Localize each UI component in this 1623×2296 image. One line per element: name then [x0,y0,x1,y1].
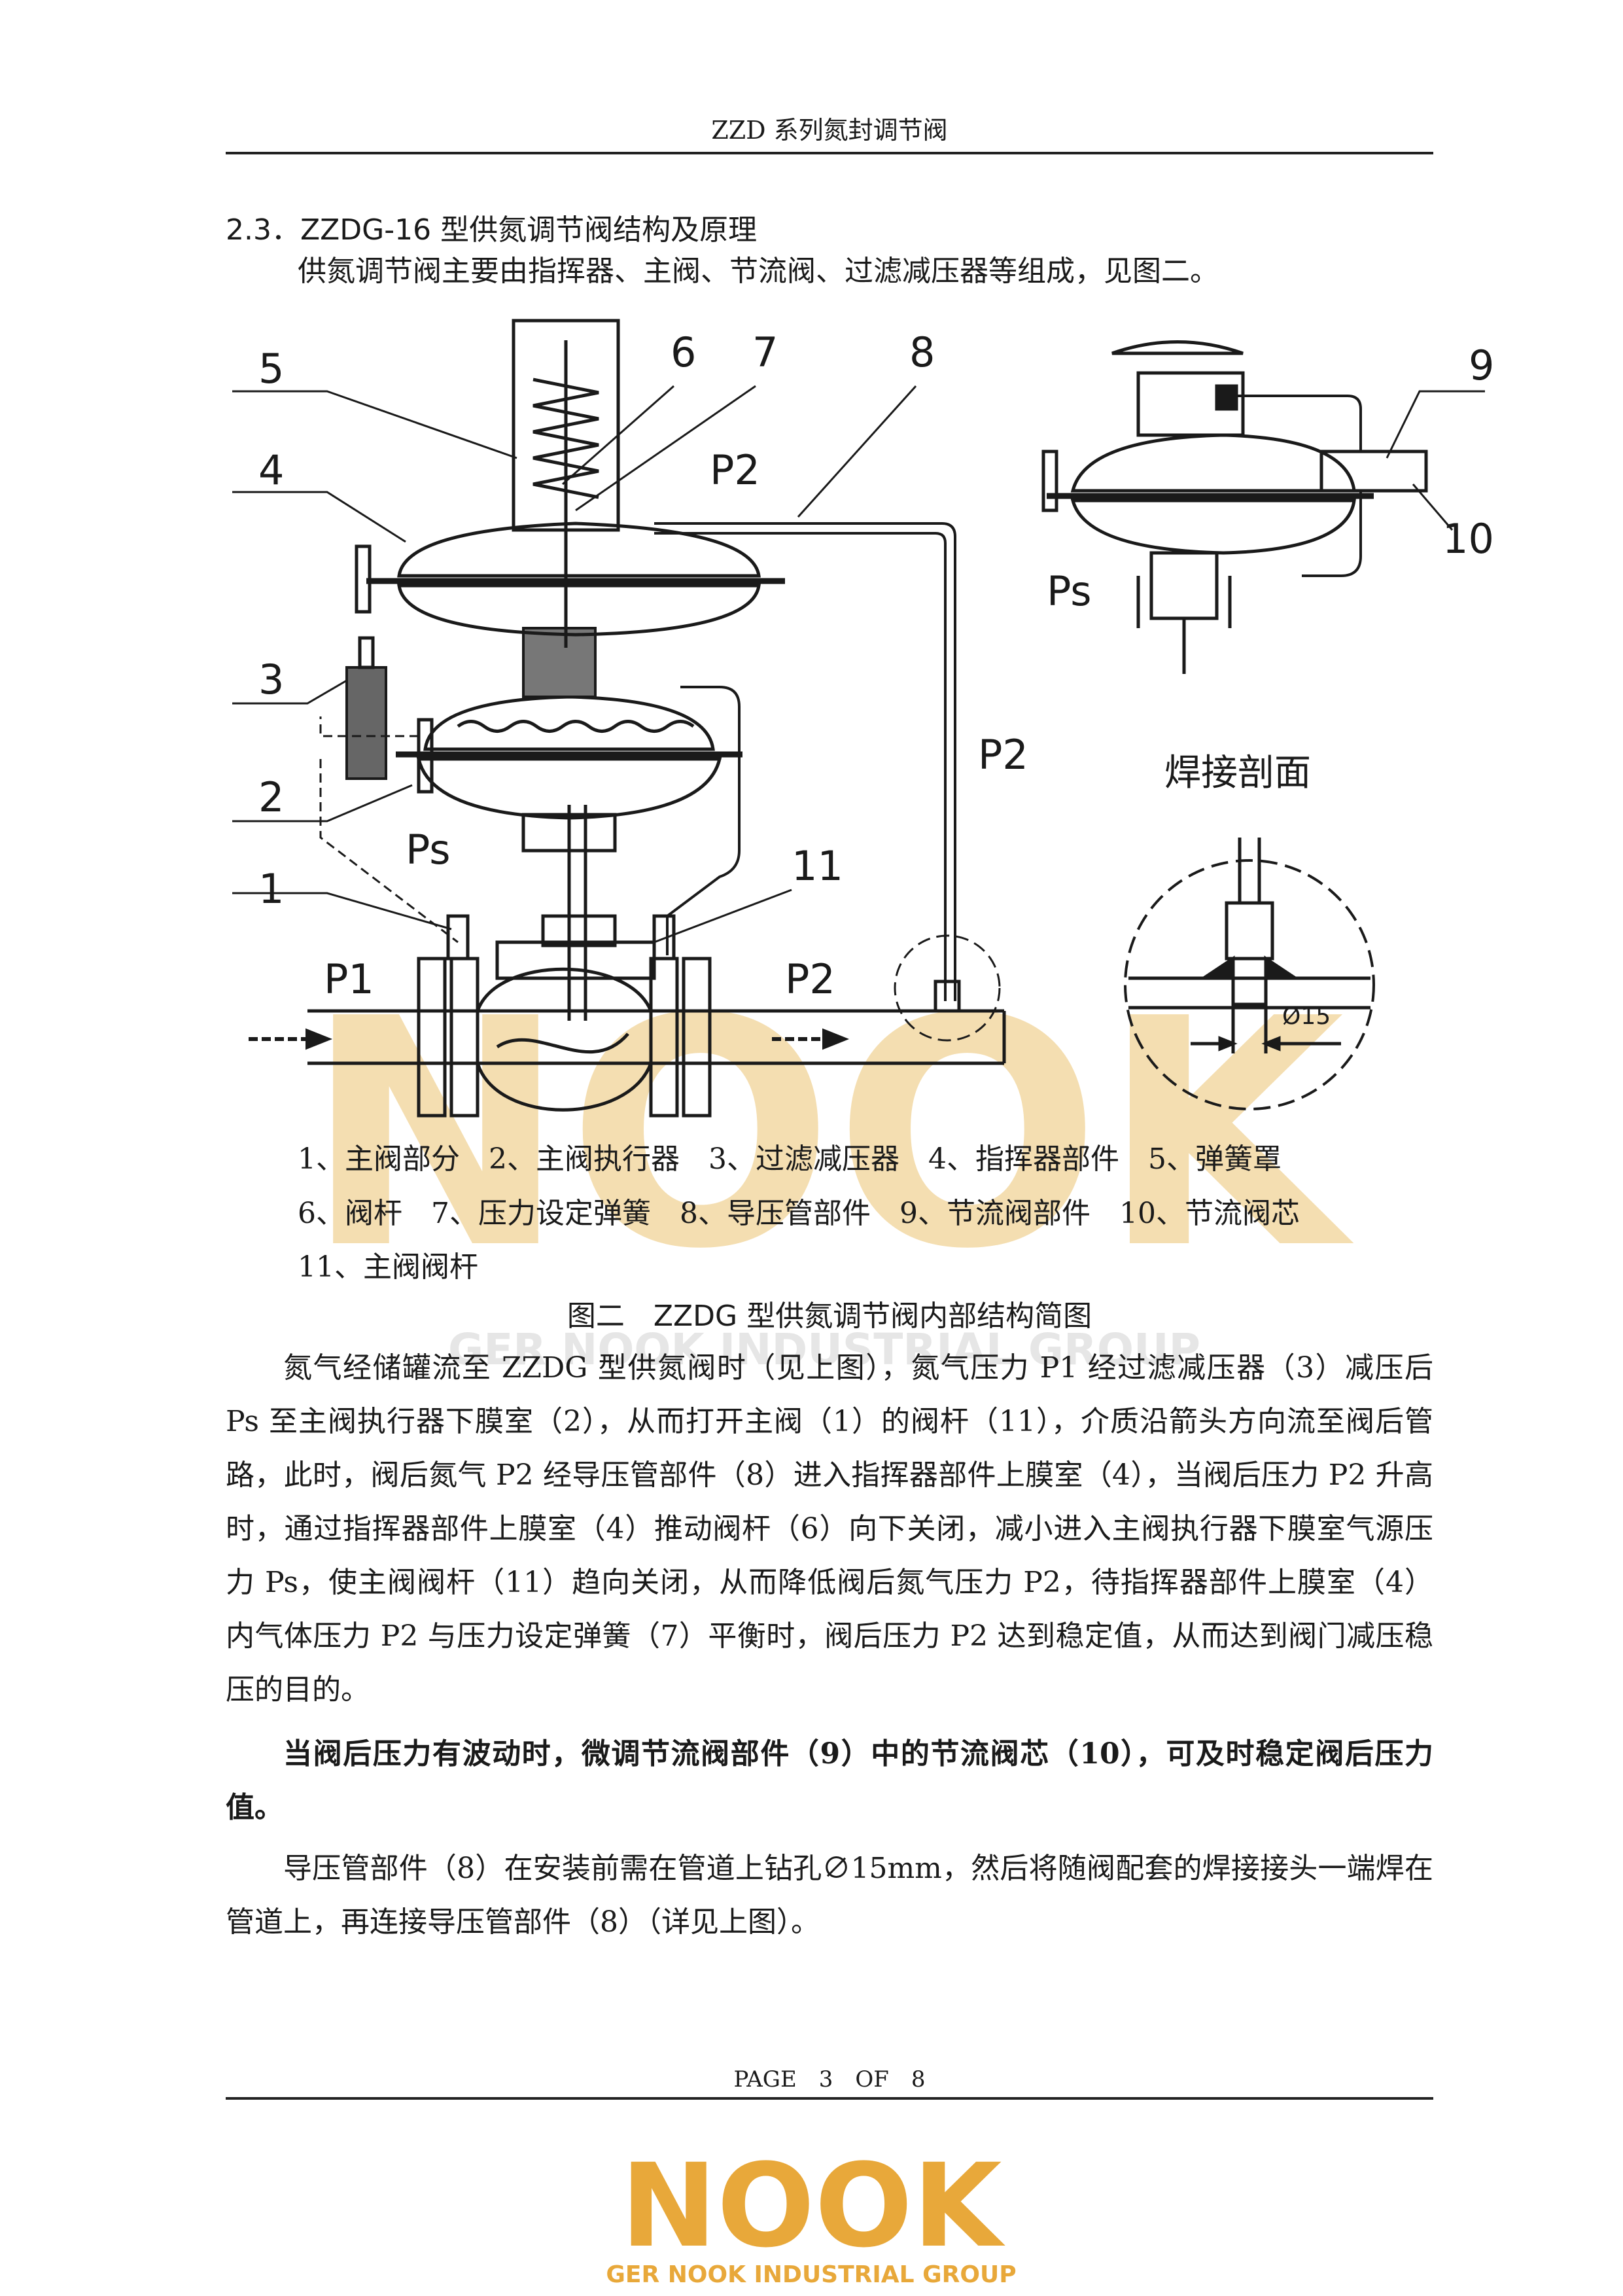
intro-paragraph: 供氮调节阀主要由指挥器、主阀、节流阀、过滤减压器等组成，见图二。 [298,255,1219,288]
callout-4: 4 [258,446,284,494]
label-ps-main: Ps [406,826,451,874]
port-11 [652,914,676,961]
label-p2-outlet: P2 [785,955,835,1003]
body-paragraph-1: 氮气经储罐流至 ZZDG 型供氮阀时（见上图），氮气压力 P1 经过滤减压器（3… [226,1351,1433,1706]
weld-dimension: Ø15 [1282,1003,1331,1030]
label-ps-pilot: Ps [1047,567,1092,615]
legend-line-1: 1、主阀部分 2、主阀执行器 3、过滤减压器 4、指挥器部件 5、弹簧罩 [298,1142,1282,1176]
flow-arrow-in [249,1028,333,1050]
callout-3: 3 [258,656,284,703]
callout-leaders [232,385,1485,944]
pilot-connector [522,627,597,698]
callout-11: 11 [792,842,843,890]
page-number: PAGE 3 OF 8 [733,2066,926,2093]
weld-tap-circle [894,934,1001,1042]
callout-2: 2 [258,773,284,821]
body-paragraph-3: 导压管部件（8）在安装前需在管道上钻孔∅15mm，然后将随阀配套的焊接接头一端焊… [226,1852,1433,1939]
label-p2-sense: P2 [978,731,1028,779]
footer-rule [226,2097,1433,2100]
callout-9: 9 [1469,342,1494,389]
figure-caption: 图二 ZZDG 型供氮调节阀内部结构简图 [567,1299,1092,1333]
weld-section-view [1124,838,1375,1110]
weld-section-title: 焊接剖面 [1164,752,1311,794]
filter-regulator [345,636,387,780]
weld-tap [934,980,961,1013]
footer-logo-brand: NOOK [621,2139,1006,2273]
watermark-tagline: GER NOOK INDUSTRIAL GROUP [448,1324,1200,1375]
body-paragraph-2: 当阀后压力有波动时，微调节流阀部件（9）中的节流阀芯（10），可及时稳定阀后压力… [226,1737,1433,1824]
watermark-brand: NOOK [304,952,1356,1318]
page-header-title: ZZD 系列氮封调节阀 [711,116,948,145]
spring-cover [512,319,620,648]
legend-line-2: 6、阀杆 7、压力设定弹簧 8、导压管部件 9、节流阀部件 10、节流阀芯 [298,1197,1300,1230]
label-p1: P1 [324,955,374,1003]
flow-arrow-out [772,1028,850,1050]
sense-pipe [654,522,956,1001]
footer-logo-tagline: GER NOOK INDUSTRIAL GROUP [606,2261,1016,2288]
legend-line-3: 11、主阀阀杆 [298,1250,478,1284]
label-p2-pilot: P2 [710,446,760,494]
main-pipeline [307,1009,1006,1065]
section-heading: 2.3．ZZDG-16 型供氮调节阀结构及原理 [226,213,758,247]
callout-1: 1 [258,865,284,913]
callout-10: 10 [1442,515,1494,563]
callout-6: 6 [671,328,696,376]
callout-5: 5 [258,345,284,393]
port-1 [446,914,470,961]
header-rule [226,152,1433,154]
actuator-tubing [666,686,741,955]
pilot-throttle-view [1041,340,1428,674]
pilot-diaphragm-housing [355,521,785,637]
callout-7: 7 [752,328,778,376]
callout-8: 8 [909,328,935,376]
